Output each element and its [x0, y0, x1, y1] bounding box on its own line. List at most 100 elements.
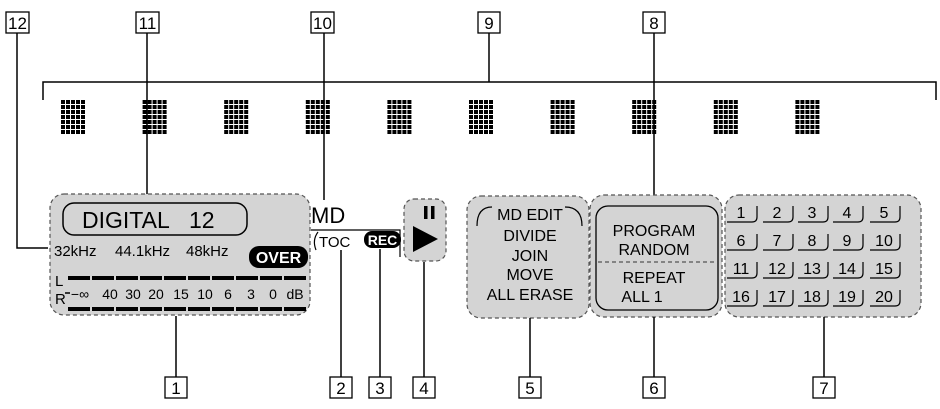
track-4: 4 — [843, 205, 852, 222]
char-dot — [147, 110, 152, 114]
meter-segment-right — [284, 307, 306, 311]
rec-label: REC — [368, 232, 398, 248]
char-dot — [239, 125, 244, 129]
char-dot — [310, 125, 315, 129]
char-dot — [315, 115, 320, 119]
char-dot — [489, 115, 493, 119]
char-cell — [795, 100, 820, 134]
char-dot — [728, 120, 733, 124]
char-dot — [550, 100, 555, 104]
char-dot — [76, 110, 80, 114]
track-panel — [724, 194, 922, 318]
track-frame — [727, 206, 758, 223]
char-dot — [560, 110, 565, 114]
char-dot — [555, 100, 560, 104]
track-8: 8 — [808, 233, 817, 250]
char-dot — [61, 125, 65, 129]
callout-3-text: 3 — [375, 379, 384, 398]
char-dot — [469, 105, 473, 109]
char-dot — [647, 105, 652, 109]
char-dot — [647, 120, 652, 124]
meter-segment-right — [68, 307, 90, 311]
char-dot — [71, 105, 75, 109]
meter-scale-label: 10 — [197, 286, 213, 302]
meter-segment-right — [140, 307, 162, 311]
over-label: OVER — [256, 250, 302, 267]
char-dot — [565, 115, 570, 119]
track-frame — [798, 262, 829, 279]
char-dot — [718, 100, 723, 104]
track-12: 12 — [768, 261, 786, 278]
char-dot — [565, 105, 570, 109]
char-dot — [805, 125, 810, 129]
char-dot — [147, 125, 152, 129]
char-dot — [239, 130, 244, 134]
char-dot — [479, 105, 483, 109]
track-frame — [798, 206, 829, 223]
track-frame — [833, 234, 864, 251]
meter-segment-right — [260, 307, 282, 311]
char-dot — [224, 110, 229, 114]
char-dot — [244, 120, 249, 124]
meter-segment-left — [212, 276, 234, 280]
meter-segment-left — [116, 276, 138, 280]
char-cell — [142, 100, 167, 134]
char-cell — [305, 100, 330, 134]
track-frame — [798, 234, 829, 251]
char-dot — [469, 130, 473, 134]
char-dot — [728, 115, 733, 119]
char-dot — [61, 100, 65, 104]
char-dot — [800, 105, 805, 109]
track-frame — [763, 234, 794, 251]
char-dot — [810, 130, 815, 134]
over-badge — [249, 246, 308, 268]
edit-move: MOVE — [506, 267, 553, 284]
char-dot — [560, 105, 565, 109]
char-dot — [815, 125, 820, 129]
char-dot — [815, 130, 820, 134]
meter-scale-label: 3 — [247, 286, 255, 302]
char-dot — [305, 105, 310, 109]
char-dot — [315, 120, 320, 124]
char-cell — [550, 100, 575, 134]
char-dot — [305, 125, 310, 129]
track-frame — [727, 234, 758, 251]
meter-scale-label: 20 — [148, 286, 164, 302]
char-dot — [157, 125, 162, 129]
char-dot — [642, 110, 647, 114]
char-dot — [392, 100, 397, 104]
char-dot — [474, 130, 478, 134]
track-20: 20 — [875, 289, 893, 306]
char-dot — [392, 130, 397, 134]
char-dot — [315, 125, 320, 129]
toc-bracket — [313, 231, 319, 251]
char-dot — [733, 120, 738, 124]
char-dot — [728, 110, 733, 114]
char-dot — [66, 120, 70, 124]
char-dot — [815, 100, 820, 104]
char-dot — [239, 110, 244, 114]
char-dot — [474, 115, 478, 119]
char-dot — [224, 100, 229, 104]
char-dot — [637, 120, 642, 124]
char-dot — [728, 105, 733, 109]
char-dot — [484, 105, 488, 109]
char-dot — [407, 125, 412, 129]
track-frame — [833, 262, 864, 279]
char-dot — [733, 105, 738, 109]
char-dot — [402, 120, 407, 124]
char-dot — [239, 120, 244, 124]
char-dot — [76, 120, 80, 124]
char-dot — [157, 110, 162, 114]
char-dot — [234, 100, 239, 104]
char-dot — [157, 115, 162, 119]
char-dot — [815, 115, 820, 119]
char-dot — [229, 130, 234, 134]
rate-44: 44.1kHz — [115, 243, 170, 260]
char-dot — [805, 115, 810, 119]
char-dot — [147, 130, 152, 134]
char-dot — [325, 100, 330, 104]
track-6: 6 — [737, 233, 746, 250]
char-dot — [570, 115, 575, 119]
track-grid: 1 2 3 4 5 6 7 8 9 10 11 12 13 14 15 16 1… — [732, 205, 893, 306]
